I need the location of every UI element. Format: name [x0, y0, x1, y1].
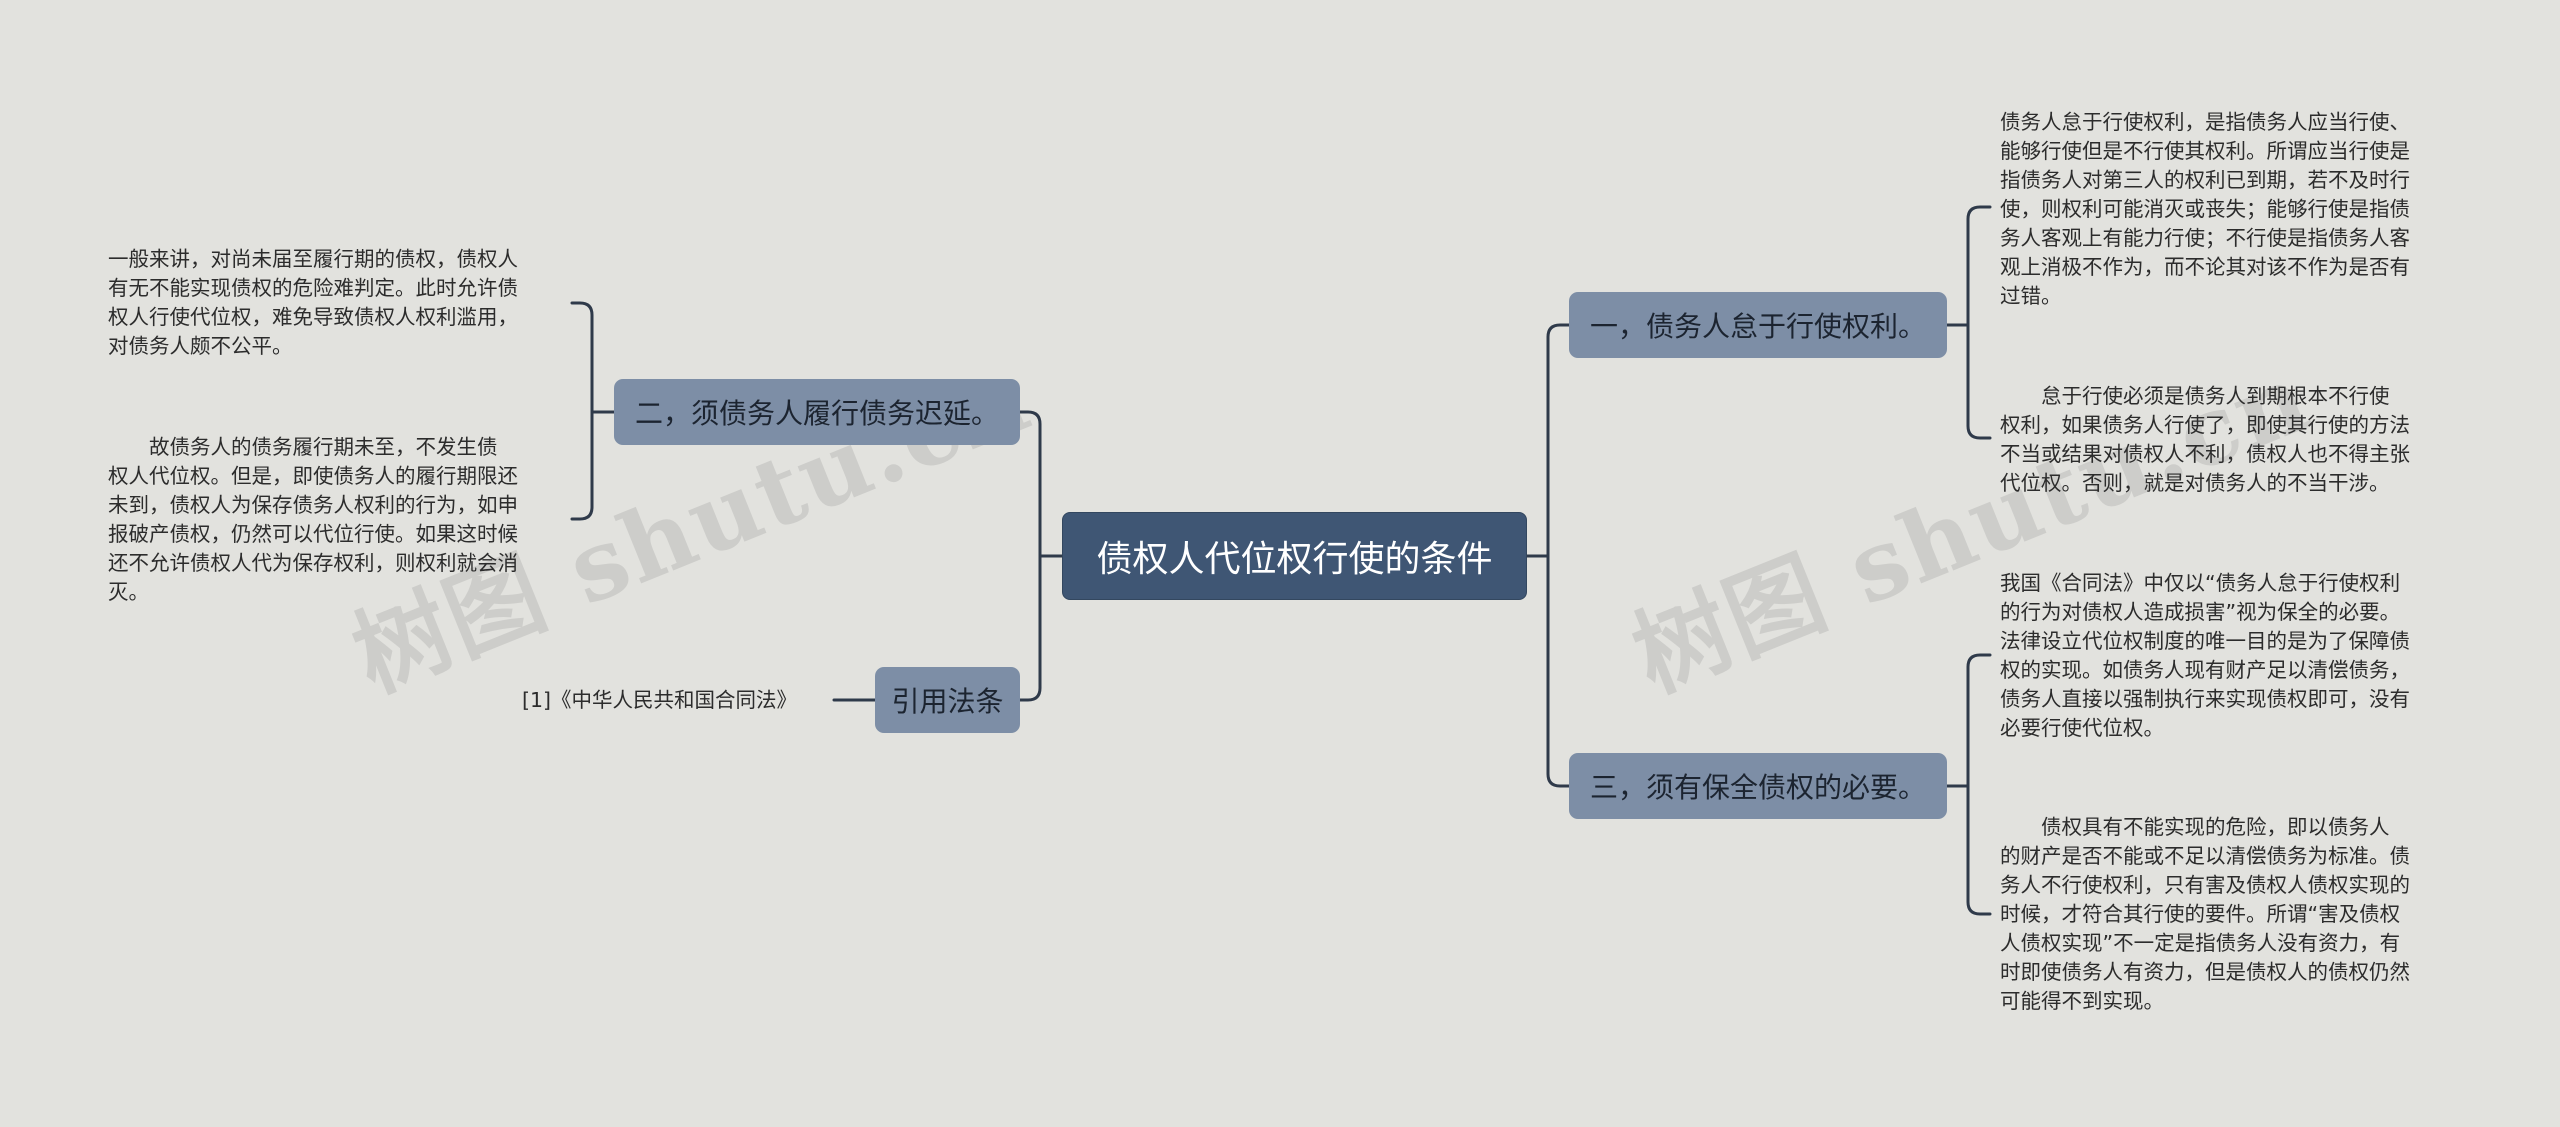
- leaf-text: 我国《合同法》中仅以“债务人怠于行使权利 的行为对债权人造成损害”视为保全的必要…: [2000, 569, 2410, 743]
- text-line: 怠于行使必须是债务人到期根本不行使: [2000, 384, 2390, 408]
- text-line: 务人不行使权利，只有害及债权人债权实现的: [2000, 873, 2410, 897]
- text-line: 代位权。否则，就是对债务人的不当干涉。: [2000, 471, 2390, 495]
- text-line: 法律设立代位权制度的唯一目的是为了保障债: [2000, 629, 2410, 653]
- text-line: 必要行使代位权。: [2000, 716, 2164, 740]
- leaf-text: 债权具有不能实现的危险，即以债务人 的财产是否不能或不足以清偿债务为标准。债 务…: [2000, 813, 2410, 1016]
- connector-line: [1966, 323, 1992, 440]
- branch-debtor-idle[interactable]: 一，债务人怠于行使权利。: [1569, 292, 1947, 358]
- text-line: 务人客观上有能力行使；不行使是指债务人客: [2000, 226, 2410, 250]
- connector-line: [570, 301, 594, 414]
- reference-text: [1]《中华人民共和国合同法》: [522, 686, 797, 715]
- connector-line: [1966, 205, 1992, 327]
- connector-line: [1546, 554, 1571, 788]
- text-line: 对债务人颇不公平。: [108, 334, 293, 358]
- text-line: 过错。: [2000, 284, 2062, 308]
- text-line: 未到，债权人为保存债务人权利的行为，如申: [108, 493, 518, 517]
- branch-preservation-need[interactable]: 三，须有保全债权的必要。: [1569, 753, 1947, 819]
- text-line: 灭。: [108, 580, 149, 604]
- connector-line: [570, 410, 594, 521]
- text-line: 权人行使代位权，难免导致债权人权利滥用，: [108, 305, 518, 329]
- leaf-text: 一般来讲，对尚未届至履行期的债权，债权人 有无不能实现债权的危险难判定。此时允许…: [108, 245, 518, 361]
- branch-label: 引用法条: [891, 685, 1004, 718]
- text-line: 能够行使但是不行使其权利。所谓应当行使是: [2000, 139, 2410, 163]
- branch-label: 一，债务人怠于行使权利。: [1589, 310, 1926, 343]
- text-line: 债务人直接以强制执行来实现债权即可，没有: [2000, 687, 2410, 711]
- text-line: 指债务人对第三人的权利已到期，若不及时行: [2000, 168, 2410, 192]
- connector-line: [1018, 554, 1042, 702]
- branch-cited-law[interactable]: 引用法条: [875, 667, 1020, 733]
- text-line: 报破产债权，仍然可以代位行使。如果这时候: [108, 522, 518, 546]
- text-line: 一般来讲，对尚未届至履行期的债权，债权人: [108, 247, 518, 271]
- branch-debtor-delay[interactable]: 二，须债务人履行债务迟延。: [614, 379, 1020, 445]
- text-line: 有无不能实现债权的危险难判定。此时允许债: [108, 276, 518, 300]
- text-line: 可能得不到实现。: [2000, 989, 2164, 1013]
- text-line: 故债务人的债务履行期未至，不发生债: [108, 435, 498, 459]
- text-line: 还不允许债权人代为保存权利，则权利就会消: [108, 551, 518, 575]
- text-line: 使，则权利可能消灭或丧失；能够行使是指债: [2000, 197, 2410, 221]
- connector-line: [1966, 784, 1992, 916]
- root-topic-label: 债权人代位权行使的条件: [1096, 539, 1493, 580]
- text-line: 时候，才符合其行使的要件。所谓“害及债权: [2000, 902, 2401, 926]
- branch-label: 三，须有保全债权的必要。: [1589, 771, 1926, 804]
- text-line: 时即使债务人有资力，但是债权人的债权仍然: [2000, 960, 2410, 984]
- connector-line: [1546, 323, 1571, 558]
- text-line: 的行为对债权人造成损害”视为保全的必要。: [2000, 600, 2401, 624]
- text-line: 权人代位权。但是，即使债务人的履行期限还: [108, 464, 518, 488]
- connector-line: [1018, 410, 1042, 558]
- text-line: 债务人怠于行使权利，是指债务人应当行使、: [2000, 110, 2410, 134]
- root-topic[interactable]: 债权人代位权行使的条件: [1062, 512, 1527, 600]
- text-line: 债权具有不能实现的危险，即以债务人: [2000, 815, 2390, 839]
- text-line: 的财产是否不能或不足以清偿债务为标准。债: [2000, 844, 2410, 868]
- branch-label: 二，须债务人履行债务迟延。: [634, 397, 999, 430]
- connector-line: [1966, 653, 1992, 788]
- text-line: 我国《合同法》中仅以“债务人怠于行使权利: [2000, 571, 2401, 595]
- text-line: [1]《中华人民共和国合同法》: [522, 688, 798, 712]
- leaf-text: 怠于行使必须是债务人到期根本不行使 权利，如果债务人行使了，即使其行使的方法 不…: [2000, 382, 2410, 498]
- text-line: 不当或结果对债权人不利，债权人也不得主张: [2000, 442, 2410, 466]
- leaf-text: 故债务人的债务履行期未至，不发生债 权人代位权。但是，即使债务人的履行期限还 未…: [108, 433, 518, 607]
- leaf-text: 债务人怠于行使权利，是指债务人应当行使、 能够行使但是不行使其权利。所谓应当行使…: [2000, 108, 2410, 311]
- text-line: 人债权实现”不一定是指债务人没有资力，有: [2000, 931, 2401, 955]
- text-line: 权利，如果债务人行使了，即使其行使的方法: [2000, 413, 2410, 437]
- text-line: 权的实现。如债务人现有财产足以清偿债务，: [2000, 658, 2410, 682]
- text-line: 观上消极不作为，而不论其对该不作为是否有: [2000, 255, 2410, 279]
